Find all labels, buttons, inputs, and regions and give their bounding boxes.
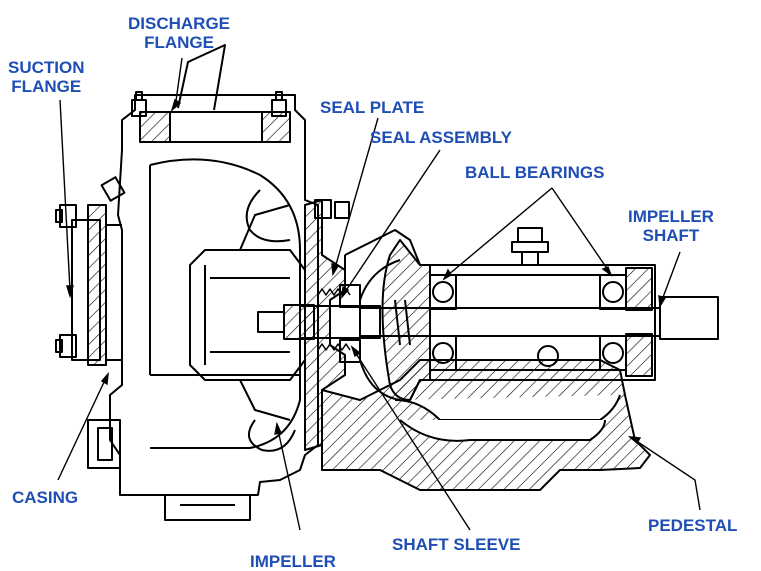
oil-fill-cap xyxy=(511,227,549,266)
sight-glass xyxy=(537,345,559,367)
leader-lines xyxy=(57,57,701,531)
label-ball-bearings: BALL BEARINGS xyxy=(465,163,605,182)
label-seal-plate: SEAL PLATE xyxy=(320,98,425,117)
label-suction-flange-line1: SUCTION xyxy=(8,58,85,77)
label-impeller-shaft-line2: SHAFT xyxy=(642,226,700,245)
label-pedestal: PEDESTAL xyxy=(648,516,738,535)
shaft-sleeve xyxy=(299,305,381,339)
label-discharge-flange-line2: FLANGE xyxy=(144,33,214,52)
label-discharge-flange-line1: DISCHARGE xyxy=(128,14,231,33)
casing-foot xyxy=(164,495,251,521)
shaft-key-end xyxy=(659,296,719,340)
ball-bearing-left xyxy=(429,274,457,371)
label-impeller-shaft-line1: IMPELLER xyxy=(628,207,714,226)
label-discharge-flange: DISCHARGE FLANGE xyxy=(128,14,230,52)
discharge-pipe xyxy=(177,44,226,111)
label-impeller: IMPELLER xyxy=(250,552,336,571)
drain-box xyxy=(87,419,121,469)
label-shaft-sleeve: SHAFT SLEEVE xyxy=(392,535,521,554)
label-seal-assembly: SEAL ASSEMBLY xyxy=(370,128,513,147)
label-suction-flange-line2: FLANGE xyxy=(11,77,82,96)
volute xyxy=(149,158,301,449)
label-casing: CASING xyxy=(12,488,79,507)
label-suction-flange: SUCTION FLANGE xyxy=(8,58,85,96)
fill-plug xyxy=(100,176,126,202)
ball-bearing-right xyxy=(599,274,627,371)
casing-outline xyxy=(109,94,319,496)
impeller-nut xyxy=(257,311,285,333)
label-impeller-shaft: IMPELLER SHAFT xyxy=(628,207,714,245)
